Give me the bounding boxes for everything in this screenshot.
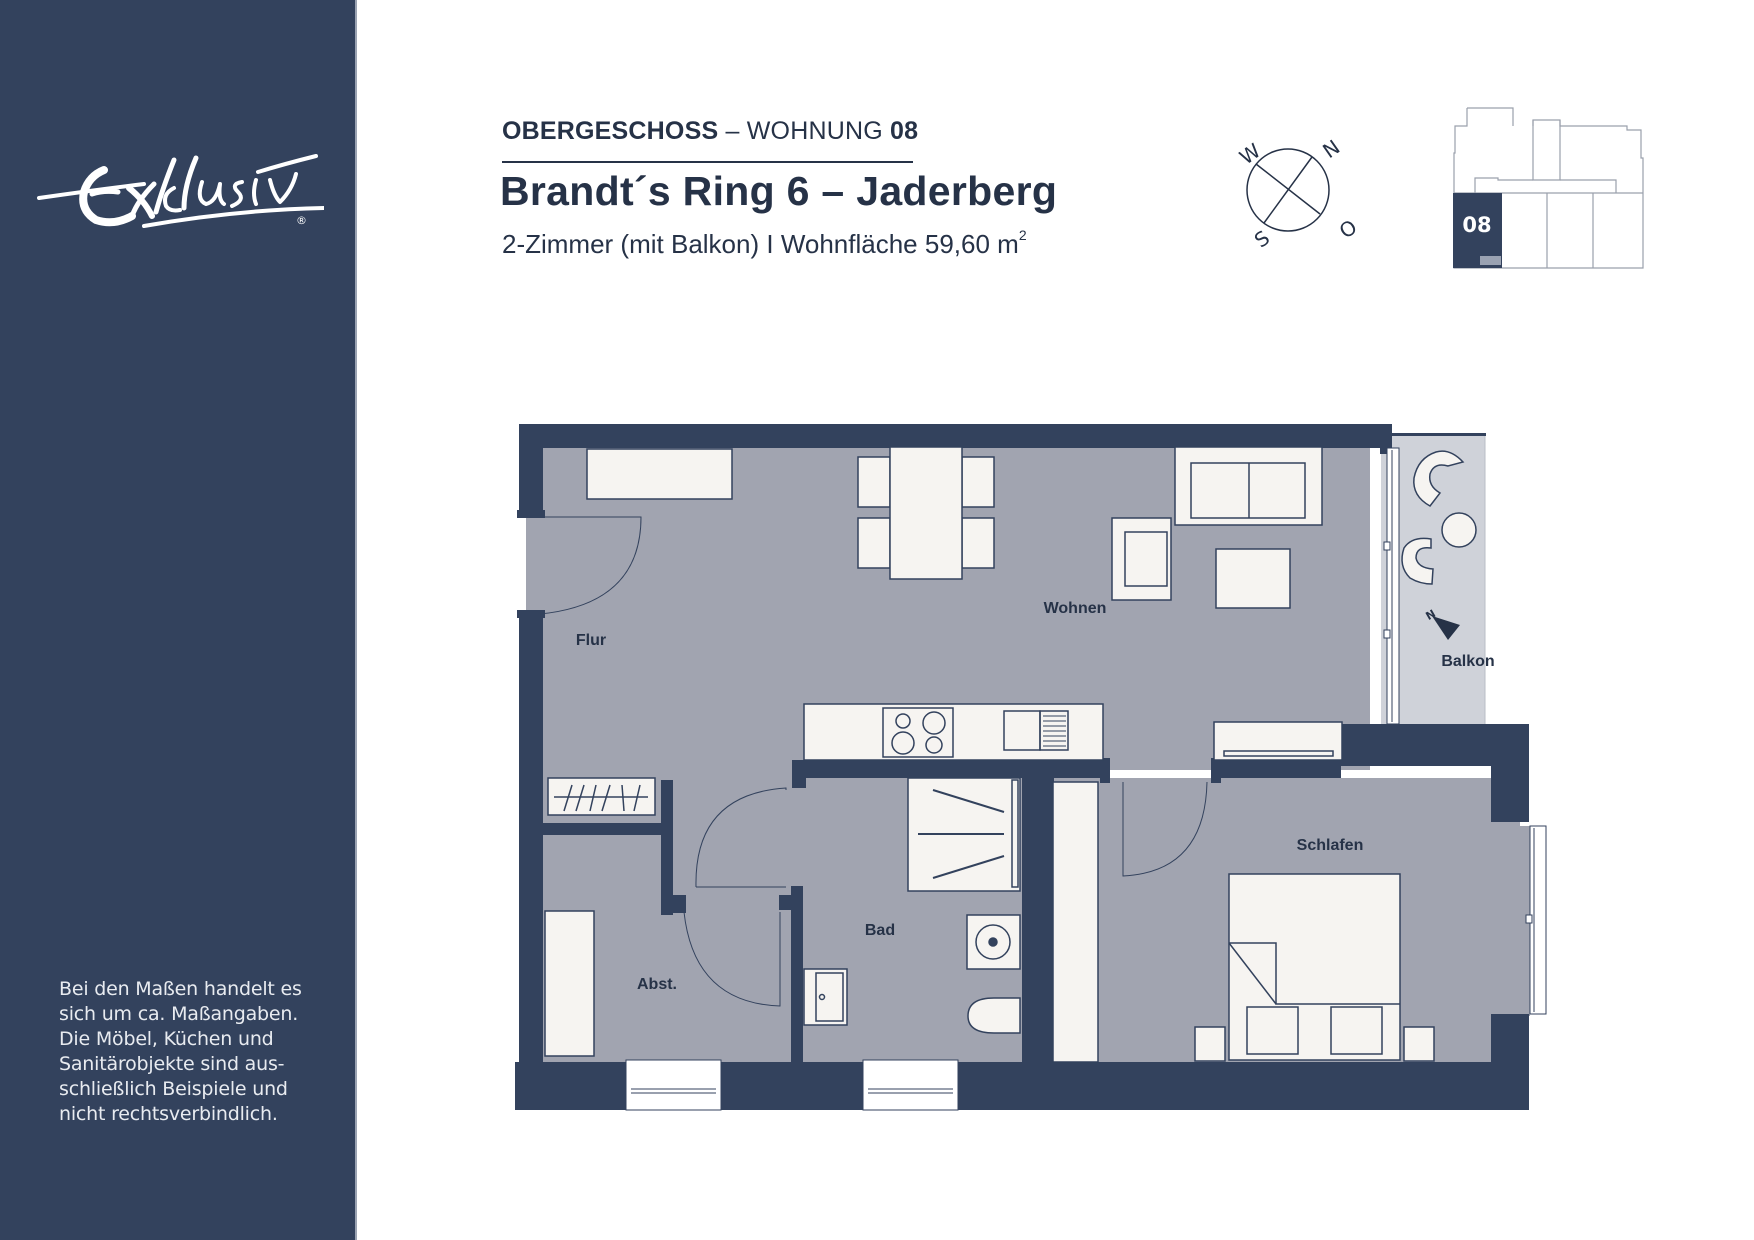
window-abst xyxy=(625,1059,722,1111)
room-label-bad: Bad xyxy=(865,922,895,939)
room-label-flur: Flur xyxy=(576,632,606,649)
double-bed xyxy=(1194,873,1435,1062)
toilet xyxy=(967,997,1021,1034)
floor-label: OBERGESCHOSS xyxy=(502,117,719,145)
registered-mark: ® xyxy=(296,214,307,227)
balcony-door xyxy=(1386,447,1400,725)
compass-icon: N O S W xyxy=(1235,135,1361,253)
window-bad xyxy=(862,1059,959,1111)
compass-south: S xyxy=(1250,226,1274,253)
disclaimer-line: Bei den Maßen handelt es xyxy=(59,978,302,1000)
brand-sidebar: ® Bei den Maßen handelt es sich um ca. M… xyxy=(0,0,355,1240)
compass-east: O xyxy=(1335,215,1362,244)
keyplan-unit-08 xyxy=(1453,193,1502,268)
room-label-balkon: Balkon xyxy=(1441,653,1494,670)
bath-door-leaf xyxy=(695,787,787,888)
bedroom-door xyxy=(1122,781,1208,877)
coffee-table xyxy=(1215,548,1291,609)
page-title: Brandt´s Ring 6 – Jaderberg xyxy=(500,168,1058,214)
washing-machine xyxy=(966,914,1021,970)
sidebar-divider xyxy=(355,0,357,1240)
room-label-wohnen: Wohnen xyxy=(1044,600,1107,617)
kitchen-counter xyxy=(803,703,1104,761)
doors xyxy=(539,516,1208,1007)
disclaimer-line: nicht rechtsverbindlich. xyxy=(59,1103,278,1125)
exklusiv-logo xyxy=(37,154,324,228)
disclaimer-line: Sanitärobjekte sind aus- xyxy=(59,1053,285,1075)
compass-north: N xyxy=(1318,135,1344,163)
subtitle-divider: I xyxy=(759,229,781,259)
sideboard xyxy=(586,448,733,500)
washbasin xyxy=(803,968,848,1026)
area-unit-exponent: 2 xyxy=(1018,227,1027,243)
page-subtitle: 2-Zimmer (mit Balkon) I Wohnfläche 59,60… xyxy=(502,227,1027,260)
compass-west: W xyxy=(1235,138,1265,169)
unit-number: 08 xyxy=(890,117,919,145)
shower xyxy=(907,777,1021,892)
windows xyxy=(625,447,1547,1111)
coat-rack xyxy=(547,777,656,816)
unit-word: WOHNUNG xyxy=(746,117,883,145)
sofa xyxy=(1174,446,1323,526)
rooms-info: 2-Zimmer (mit Balkon) xyxy=(502,229,760,259)
armchair xyxy=(1111,517,1172,601)
heading-rule xyxy=(502,161,913,163)
balcony-furniture xyxy=(1401,450,1477,585)
keyplan-unit-label: 08 xyxy=(1462,213,1491,237)
building-keyplan: 08 xyxy=(1453,107,1644,269)
disclaimer-line: schließlich Beispiele und xyxy=(59,1078,288,1100)
wardrobe xyxy=(1052,781,1099,1063)
tv-board xyxy=(1213,721,1343,761)
entrance-door xyxy=(539,516,642,615)
floor-unit-heading: OBERGESCHOSS – WOHNUNG 08 xyxy=(502,117,918,146)
storage-shelf xyxy=(544,910,595,1057)
disclaimer-text: Bei den Maßen handelt es sich um ca. Maß… xyxy=(59,977,349,1127)
disclaimer-line: Die Möbel, Küchen und xyxy=(59,1028,274,1050)
storage-door xyxy=(683,911,781,1007)
room-label-abst: Abst. xyxy=(637,976,677,993)
dining-table xyxy=(857,446,995,580)
area-info: Wohnfläche 59,60 m xyxy=(780,229,1019,259)
room-label-schlafen: Schlafen xyxy=(1297,837,1364,854)
disclaimer-line: sich um ca. Maßangaben. xyxy=(59,1003,299,1025)
heading-separator: – xyxy=(718,117,747,145)
